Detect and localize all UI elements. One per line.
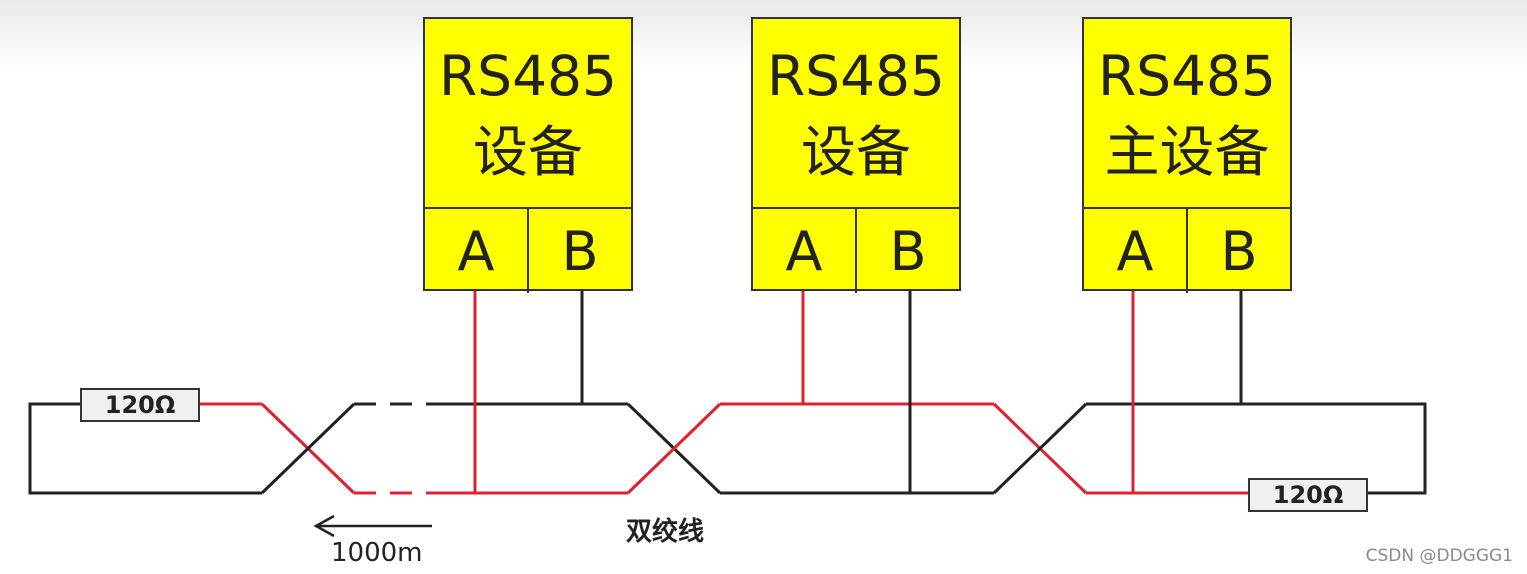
device-model: RS485 [766, 44, 946, 108]
distance-arrow [313, 514, 432, 538]
terminal-a: A [1116, 219, 1154, 283]
right-termination-black [1086, 402, 1427, 495]
device-role: 设备 [800, 120, 911, 184]
rs485-device-2: RS485 设备 A B [751, 17, 961, 293]
device-role: 设备 [472, 120, 583, 184]
right-termination-resistor: 120Ω [1248, 478, 1368, 512]
device-model: RS485 [1097, 44, 1277, 108]
device-model: RS485 [438, 44, 618, 108]
twisted-pair-label: 双绞线 [626, 517, 705, 547]
terminal-a: A [785, 219, 823, 283]
twist-2-red [626, 402, 722, 495]
device-role: 主设备 [1104, 120, 1270, 184]
watermark: CSDN @DDGGG1 [1365, 546, 1513, 566]
rs485-device-1: RS485 设备 A B [423, 17, 633, 293]
left-termination-loop [28, 402, 262, 495]
terminal-b: B [855, 209, 959, 293]
device-title: RS485 设备 [425, 19, 631, 209]
rs485-master-device: RS485 主设备 A B [1082, 17, 1292, 293]
terminal-b: B [1186, 209, 1290, 293]
twist-1-black [260, 402, 356, 495]
device-title: RS485 主设备 [1084, 19, 1290, 209]
distance-label: 1000m [331, 538, 423, 568]
device-title: RS485 设备 [753, 19, 959, 209]
device-terminals: A B [425, 207, 631, 293]
left-termination-resistor: 120Ω [80, 388, 200, 422]
terminal-a: A [457, 219, 495, 283]
device-terminals: A B [753, 207, 959, 293]
device-terminals: A B [1084, 207, 1290, 293]
terminal-b: B [527, 209, 631, 293]
twist-3-black [992, 402, 1088, 495]
